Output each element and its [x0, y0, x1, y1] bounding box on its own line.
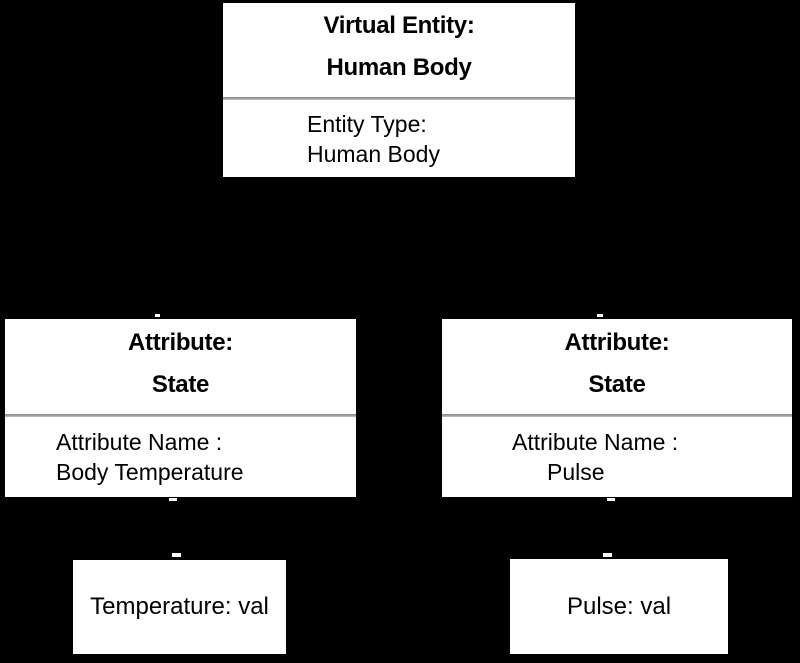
entity-type-value: Human Body [307, 141, 440, 167]
virtual-entity-title: Virtual Entity: [323, 12, 475, 39]
attribute-section-divider [442, 414, 792, 417]
virtual-entity-body: Entity Type: Human Body [223, 100, 575, 169]
virtual-entity-node: Virtual Entity: Human Body Entity Type: … [221, 1, 577, 179]
attribute-body: Attribute Name : Body Temperature [5, 417, 356, 487]
connector-remnant [172, 553, 181, 557]
attribute-name-value: Pulse [547, 459, 605, 485]
attribute-kind: State [588, 371, 646, 398]
attribute-title: Attribute: [128, 329, 233, 356]
connector-remnant [155, 314, 160, 317]
entity-section-divider [223, 97, 575, 100]
temperature-value-box: Temperature: val [71, 558, 288, 656]
attribute-node-body-temperature: Attribute: State Attribute Name : Body T… [3, 317, 358, 499]
attribute-name-label: Attribute Name : [512, 429, 679, 455]
pulse-value-box: Pulse: val [508, 557, 730, 656]
attribute-name-label: Attribute Name : [56, 429, 223, 455]
attribute-header: Attribute: State [5, 319, 356, 414]
entity-type-label: Entity Type: [307, 111, 427, 137]
attribute-section-divider [5, 414, 356, 417]
pulse-value-label: Pulse: val [566, 592, 672, 620]
connector-remnant [169, 498, 177, 501]
attribute-kind: State [151, 371, 210, 398]
attribute-name-value: Body Temperature [56, 459, 244, 485]
virtual-entity-name: Human Body [326, 54, 472, 81]
attribute-body: Attribute Name : Pulse [442, 417, 792, 487]
connector-remnant [607, 498, 615, 501]
temperature-value-label: Temperature: val [90, 593, 269, 620]
attribute-node-pulse: Attribute: State Attribute Name : Pulse [440, 317, 794, 499]
connector-remnant [597, 314, 603, 317]
virtual-entity-header: Virtual Entity: Human Body [223, 3, 575, 97]
attribute-header: Attribute: State [442, 319, 792, 414]
attribute-title: Attribute: [564, 329, 670, 356]
connector-remnant [603, 553, 612, 557]
